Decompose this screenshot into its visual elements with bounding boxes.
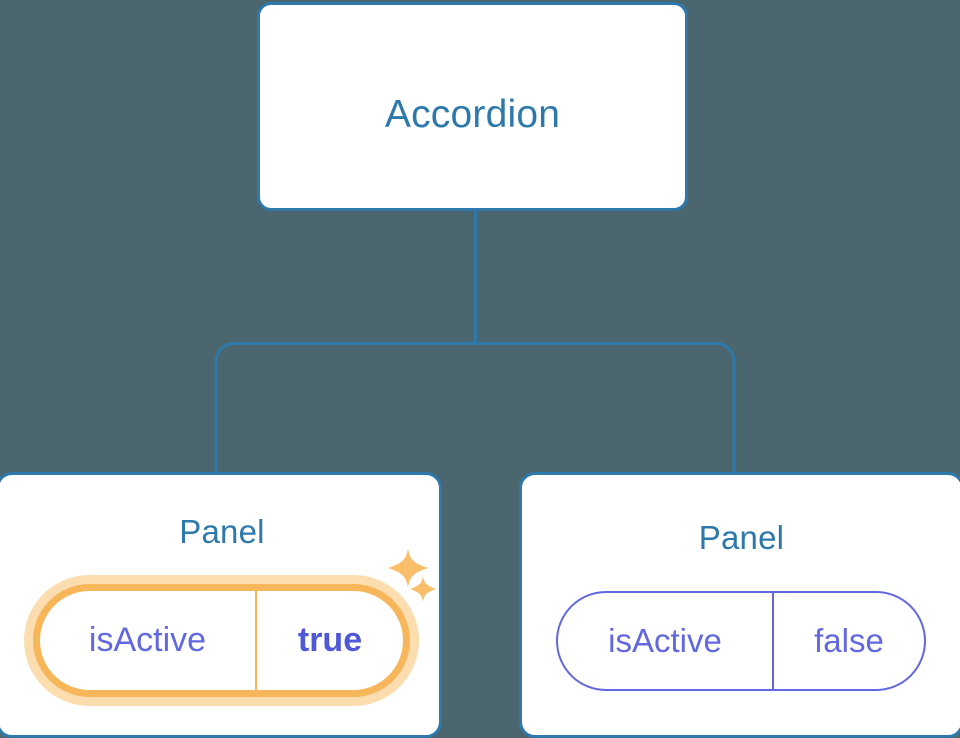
edge-to-right-panel (475, 342, 736, 474)
prop-pill-isactive-true[interactable]: isActive true (33, 584, 410, 697)
prop-pill-isactive-false[interactable]: isActive false (556, 591, 926, 691)
node-accordion-title: Accordion (384, 93, 561, 136)
prop-pill-right-value: false (772, 593, 924, 689)
prop-pill-left-key: isActive (88, 621, 207, 659)
prop-pill-right-key: isActive (608, 622, 722, 659)
prop-pill-left-wrapper: isActive true (33, 584, 410, 697)
node-panel-left-title: Panel (179, 513, 265, 550)
prop-pill-left-value: true (255, 591, 403, 690)
node-panel-right-title: Panel (698, 519, 785, 556)
prop-pill-right-wrapper: isActive false (556, 591, 926, 691)
edge-to-left-panel (214, 342, 476, 474)
node-accordion[interactable]: Accordion (257, 2, 688, 211)
